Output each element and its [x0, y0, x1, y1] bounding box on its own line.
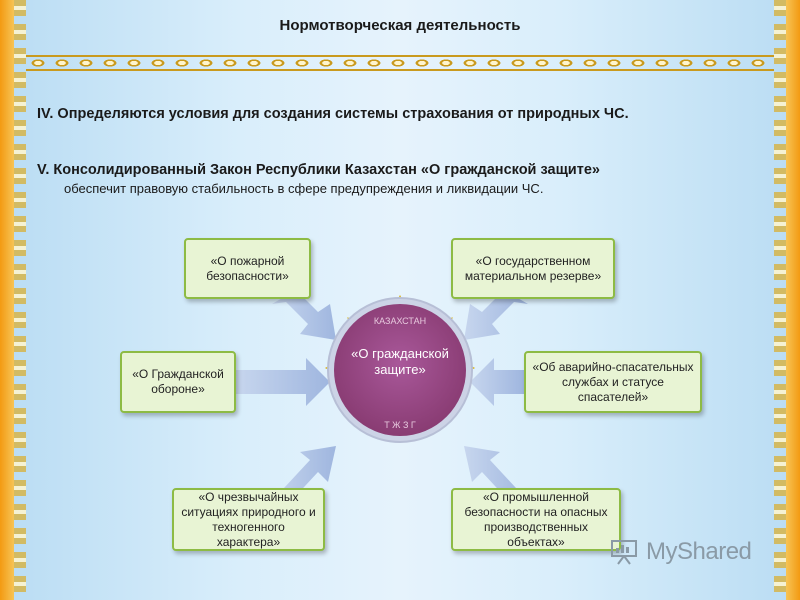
ornament-band [26, 52, 774, 74]
box-civil-defense: «О Гражданской обороне» [120, 351, 236, 413]
left-ornament-border [14, 0, 26, 600]
arrow-from-fire-safety [272, 290, 336, 340]
presentation-board-icon [610, 538, 640, 566]
point-iv: IV. Определяются условия для создания си… [37, 106, 629, 122]
slide-title: Нормотворческая деятельность [279, 17, 521, 34]
left-orange-stripe [0, 0, 14, 600]
watermark-text: MyShared [646, 538, 752, 565]
right-orange-stripe [786, 0, 800, 600]
arrow-from-state-reserve [464, 290, 528, 340]
center-law-label: «О гражданской защите» [351, 346, 449, 377]
point-v: V. Консолидированный Закон Республики Ка… [37, 162, 600, 178]
box-industrial-safety: «О промышленной безопасности на опасных … [451, 488, 621, 551]
arrow-from-emergencies [270, 446, 336, 500]
box-fire-safety: «О пожарной безопасности» [184, 238, 311, 299]
right-ornament-border [774, 0, 786, 600]
box-emergencies: «О чрезвычайных ситуациях природного и т… [172, 488, 325, 551]
arrow-from-rescue-services [470, 358, 524, 406]
watermark: MyShared [610, 538, 752, 566]
arrows [236, 290, 530, 500]
box-rescue-services: «Об аварийно-спасательных службах и стат… [524, 351, 702, 413]
box-state-reserve: «О государственном материальном резерве» [451, 238, 615, 299]
arrow-from-civil-defense [236, 358, 330, 406]
center-emblem: КАЗАХСТАН Т Ж З Г [327, 297, 473, 443]
emblem-text-bottom: Т Ж З Г [384, 420, 416, 430]
arrow-from-industrial-safety [464, 446, 530, 500]
point-v-description: обеспечит правовую стабильность в сфере … [64, 181, 544, 196]
emblem-text-top: КАЗАХСТАН [374, 316, 426, 326]
